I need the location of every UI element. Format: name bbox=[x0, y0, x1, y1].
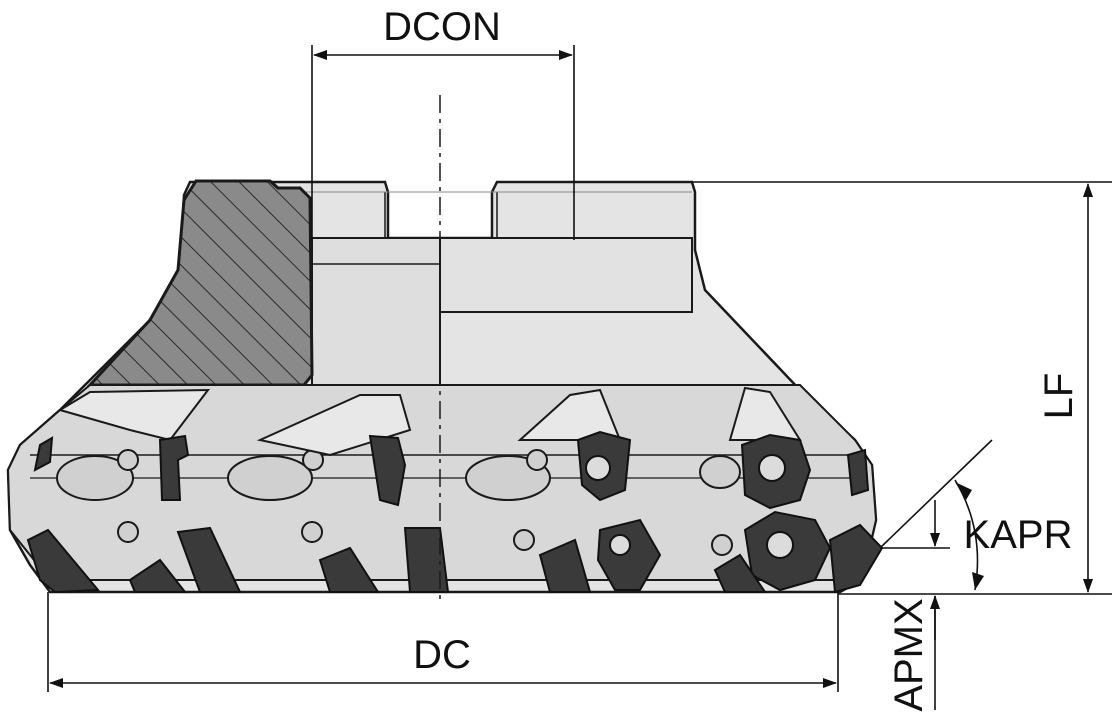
pocket-group bbox=[56, 449, 741, 556]
wedge-face bbox=[57, 388, 211, 442]
pocket-oval bbox=[227, 455, 313, 501]
section-hatch bbox=[86, 179, 314, 387]
dc-label: DC bbox=[413, 633, 471, 677]
insert bbox=[846, 448, 870, 497]
screw-icon bbox=[758, 454, 786, 482]
kapr-arrowhead bbox=[972, 572, 984, 590]
pocket-oval bbox=[699, 455, 741, 489]
dcon-label: DCON bbox=[383, 5, 501, 49]
insert bbox=[128, 558, 188, 593]
pocket-hole bbox=[301, 521, 323, 543]
pocket-hole bbox=[117, 521, 139, 543]
pocket-hole bbox=[526, 449, 548, 471]
dimension-lines bbox=[47, 45, 1112, 710]
apmx-label: APMX bbox=[887, 598, 931, 711]
screw-icon bbox=[585, 455, 611, 481]
kapr-reference-line bbox=[879, 439, 993, 549]
insert bbox=[828, 523, 884, 594]
pocket-oval bbox=[56, 455, 134, 501]
pocket-hole bbox=[711, 534, 733, 556]
kapr-arrowheads bbox=[955, 482, 984, 590]
kapr-arrowhead bbox=[955, 482, 972, 500]
cutter-body bbox=[6, 179, 878, 594]
lf-label: LF bbox=[1037, 373, 1081, 420]
insert bbox=[368, 434, 407, 507]
insert bbox=[403, 527, 450, 593]
insert bbox=[713, 553, 767, 593]
insert bbox=[33, 436, 54, 472]
screw-icon bbox=[766, 531, 794, 559]
insert bbox=[318, 546, 380, 593]
insert bbox=[538, 538, 592, 593]
kapr-label: KAPR bbox=[964, 513, 1073, 557]
pocket-hole bbox=[513, 529, 535, 551]
shank-face-left bbox=[311, 237, 441, 386]
insert bbox=[176, 526, 242, 593]
shank-face-right bbox=[439, 237, 693, 313]
body-lower-band bbox=[6, 384, 878, 581]
insert-screws bbox=[585, 454, 794, 559]
insert bbox=[26, 528, 101, 594]
pocket-hole bbox=[117, 449, 139, 471]
screw-icon bbox=[609, 534, 631, 556]
insert bbox=[158, 434, 190, 501]
